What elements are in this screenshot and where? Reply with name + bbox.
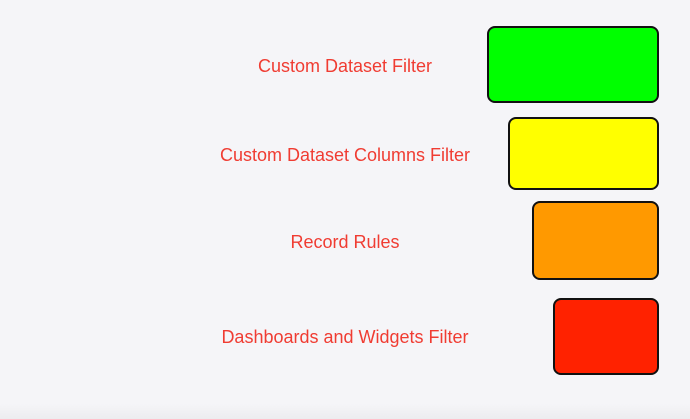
filter-label-dashboards-widgets: Dashboards and Widgets Filter	[221, 327, 469, 347]
filter-label-custom-dataset-columns: Custom Dataset Columns Filter	[219, 145, 471, 165]
filter-box-orange	[532, 201, 659, 280]
filter-label-record-rules: Record Rules	[290, 232, 400, 252]
filter-label-custom-dataset: Custom Dataset Filter	[257, 56, 433, 76]
filter-box-yellow	[508, 117, 659, 190]
filter-box-red	[553, 298, 659, 375]
filter-box-green	[487, 26, 659, 103]
bottom-band	[0, 404, 690, 419]
